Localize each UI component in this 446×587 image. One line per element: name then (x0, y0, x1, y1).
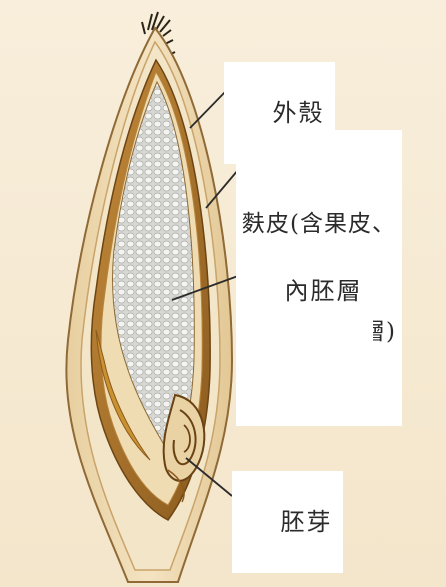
label-endosperm: 內胚層 (236, 240, 373, 342)
endosperm-text: 內胚層 (285, 277, 363, 305)
outer-hull-text: 外殼 (273, 99, 325, 127)
bran-text-line1: 麩皮(含果皮、 (242, 206, 396, 242)
germ-text: 胚芽 (281, 508, 333, 536)
label-germ: 胚芽 (232, 471, 343, 573)
